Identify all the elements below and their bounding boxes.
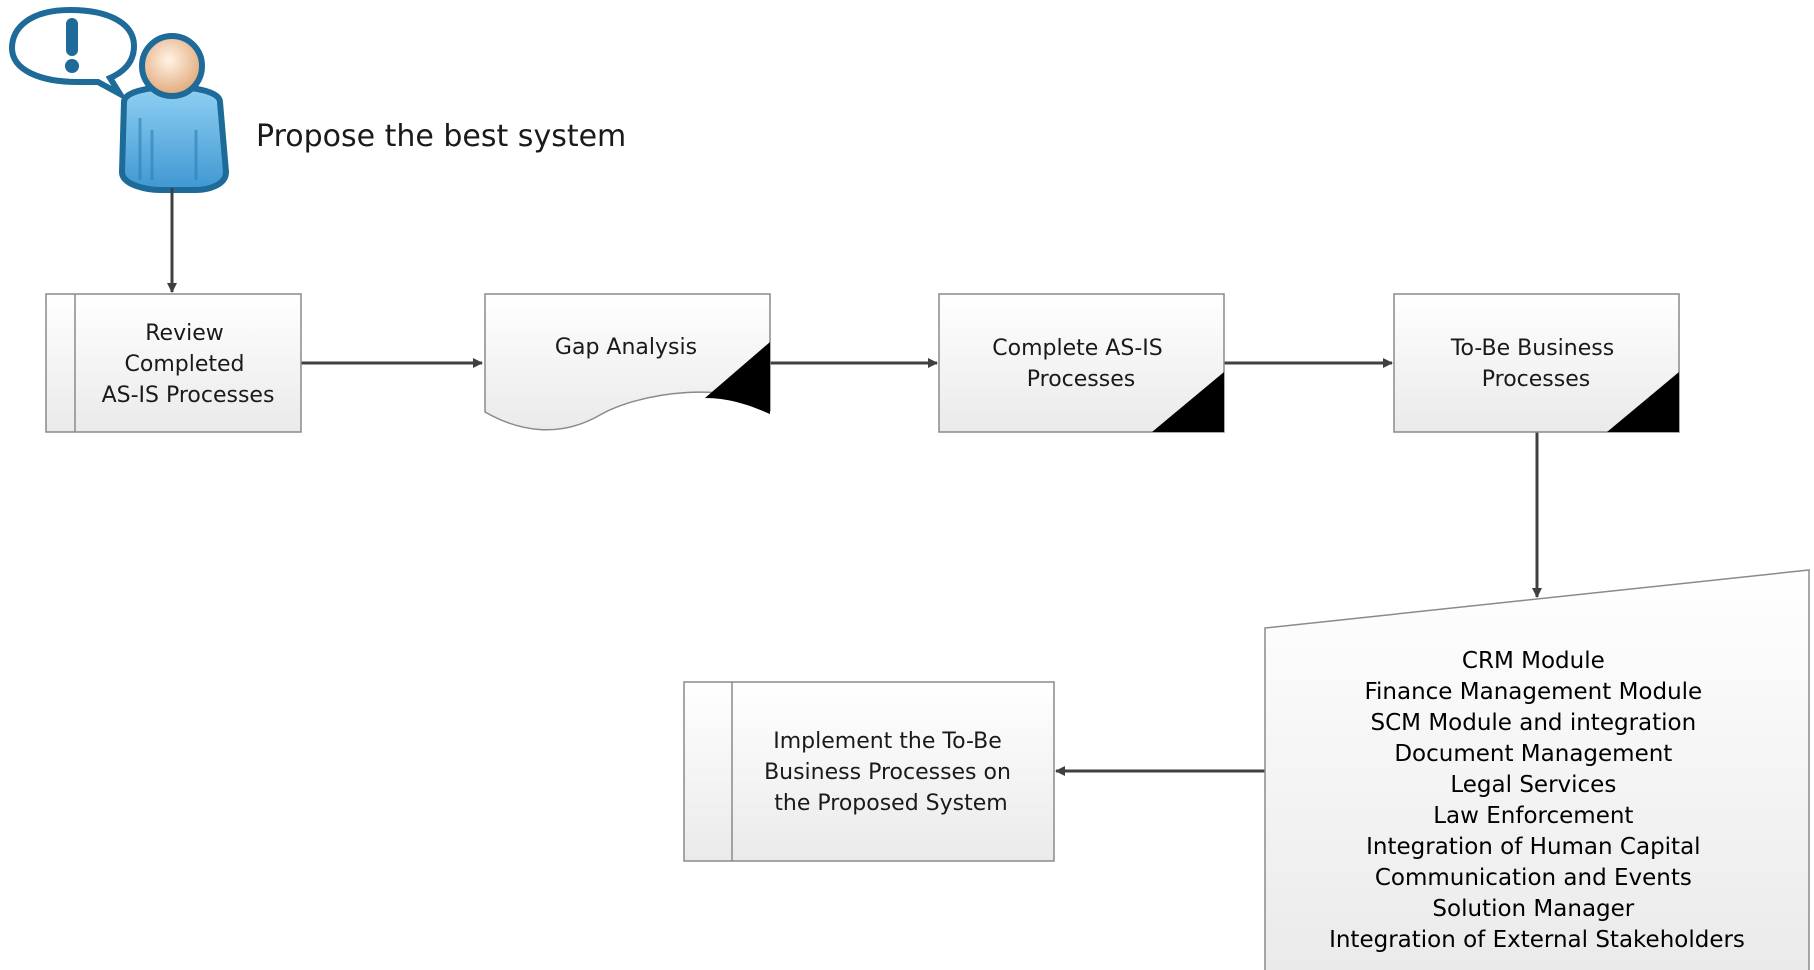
step-complete-line-1: Complete AS-IS <box>992 336 1162 361</box>
step-tobe-line-1: To-Be Business <box>1450 336 1614 361</box>
module-item: CRM Module <box>1462 648 1605 674</box>
exclamation-icon <box>66 18 78 56</box>
step-review-line-1: Review <box>145 321 224 346</box>
svg-text:To-Be Business Processes: To-Be Business Processes <box>1450 336 1621 392</box>
modules-box: CRM Module Finance Management Module SCM… <box>1264 569 1810 970</box>
svg-text:Complete AS-IS Processes: Complete AS-IS Processes <box>992 336 1169 392</box>
module-item: SCM Module and integration <box>1371 710 1697 736</box>
module-item: Document Management <box>1394 741 1672 767</box>
svg-text:Review Completed A: Review Completed AS-IS Processes <box>102 321 275 408</box>
svg-text:CRM Module Finance Manag: CRM Module Finance Management Module SCM… <box>1329 648 1745 953</box>
user-body-icon <box>118 84 230 193</box>
step-gap-analysis-box: Gap Analysis <box>484 293 771 431</box>
step-implement-box: Implement the To-Be Business Processes o… <box>683 681 1055 862</box>
step-review-line-3: AS-IS Processes <box>102 383 275 408</box>
module-item: Communication and Events <box>1375 865 1692 891</box>
svg-text:Implement the To-Be Busi: Implement the To-Be Business Processes o… <box>764 729 1018 816</box>
module-item: Law Enforcement <box>1433 803 1633 829</box>
step-implement-line-3: the Proposed System <box>774 791 1007 816</box>
step-tobe-line-2: Processes <box>1482 367 1590 392</box>
step-review-box: Review Completed AS-IS Processes <box>45 293 302 433</box>
user-alert-icon <box>8 6 230 193</box>
step-gap-analysis-label: Gap Analysis <box>555 335 697 360</box>
module-item: Legal Services <box>1450 772 1616 798</box>
module-item: Integration of Human Capital <box>1366 834 1700 860</box>
user-head-icon <box>139 33 205 99</box>
step-complete-line-2: Processes <box>1027 367 1135 392</box>
module-item: Finance Management Module <box>1364 679 1702 705</box>
step-review-line-2: Completed <box>125 352 245 377</box>
step-implement-line-2: Business Processes on <box>764 760 1011 785</box>
module-item: Integration of External Stakeholders <box>1329 927 1745 953</box>
step-implement-line-1: Implement the To-Be <box>773 729 1002 754</box>
step-complete-asis-box: Complete AS-IS Processes <box>938 293 1225 433</box>
module-item: Solution Manager <box>1432 896 1634 922</box>
diagram-title: Propose the best system <box>256 119 626 154</box>
step-tobe-box: To-Be Business Processes <box>1393 293 1680 433</box>
